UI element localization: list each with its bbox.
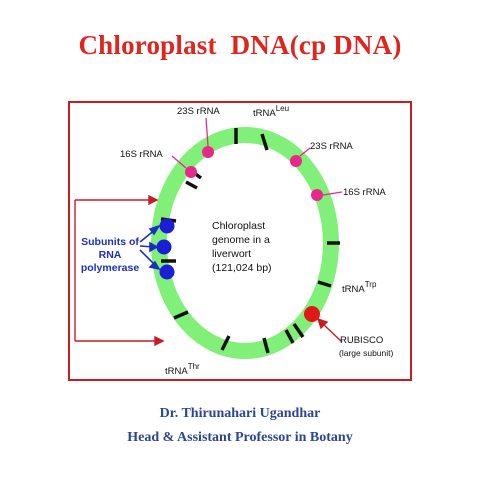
- genome-label-line-2: genome in a: [212, 234, 270, 246]
- gene-markers: [160, 128, 340, 354]
- genome-center-label: Chloroplast genome in a liverwort (121,0…: [212, 220, 272, 274]
- rrna-23s-top-leader: [205, 117, 209, 147]
- trna-trp-label: tRNATrp: [342, 280, 377, 295]
- trna-thr-label: tRNAThr: [165, 362, 200, 377]
- rna-polymerase-dot: [159, 264, 175, 280]
- trna-leu-text: tRNA: [253, 108, 276, 119]
- bracket-arrows: [74, 194, 165, 347]
- rrna-16s-left-leader: [171, 155, 187, 169]
- trna-trp-superscript: Trp: [365, 280, 377, 289]
- rna-polymerase-line-3: polymerase: [81, 262, 140, 274]
- rrna-23s-top-label: 23S rRNA: [177, 106, 220, 117]
- gene-marker: [317, 280, 332, 288]
- rrna-23s-right-leader: [299, 147, 311, 157]
- page-title: Chloroplast DNA(cp DNA): [78, 30, 402, 60]
- rubisco-arrow: [316, 317, 343, 343]
- trna-leu-label: tRNALeu: [253, 104, 289, 119]
- rubisco-subunit-label: (large subunit): [339, 348, 394, 358]
- diagram-frame: [68, 101, 412, 381]
- rna-polymerase-dot: [159, 218, 175, 234]
- rrna-23s-right-dot: [290, 155, 302, 167]
- rna-polymerase-line-2: RNA: [99, 249, 122, 261]
- rrna-23s-right-label: 23S rRNA: [310, 141, 353, 152]
- genome-label-line-3: liverwort: [212, 248, 251, 260]
- rna-polymerase-dot: [156, 239, 172, 255]
- trna-leu-superscript: Leu: [276, 104, 289, 113]
- rna-polymerase-label: Subunits of RNA polymerase: [81, 236, 140, 274]
- rna-polymerase-line-1: Subunits of: [81, 236, 139, 248]
- gene-marker: [292, 323, 305, 338]
- author-role: Head & Assistant Professor in Botany: [127, 430, 353, 445]
- rna-polymerase-arrows: [139, 224, 161, 271]
- gene-marker: [260, 133, 269, 151]
- rrna-16s-right-dot: [311, 189, 323, 201]
- rrna-23s-top-dot: [202, 146, 214, 158]
- gene-marker: [185, 180, 198, 190]
- rrna-16s-right-label: 16S rRNA: [343, 187, 386, 198]
- rrna-16s-right-leader: [322, 191, 343, 196]
- author-name: Dr. Thirunahari Ugandhar: [159, 406, 321, 421]
- trna-thr-superscript: Thr: [188, 362, 200, 371]
- trna-trp-text: tRNA: [342, 284, 365, 295]
- gene-marker: [284, 329, 295, 344]
- rubisco-dot: [304, 306, 320, 322]
- gene-marker: [262, 337, 270, 354]
- trna-thr-text: tRNA: [165, 366, 188, 377]
- rubisco-label: RUBISCO: [340, 335, 383, 346]
- rrna-16s-left-label: 16S rRNA: [120, 149, 163, 160]
- genome-label-line-1: Chloroplast: [212, 220, 265, 232]
- rrna-16s-left-dot: [185, 166, 197, 178]
- gene-marker: [220, 335, 231, 351]
- genome-label-line-4: (121,024 bp): [212, 262, 272, 274]
- gene-marker: [173, 310, 189, 320]
